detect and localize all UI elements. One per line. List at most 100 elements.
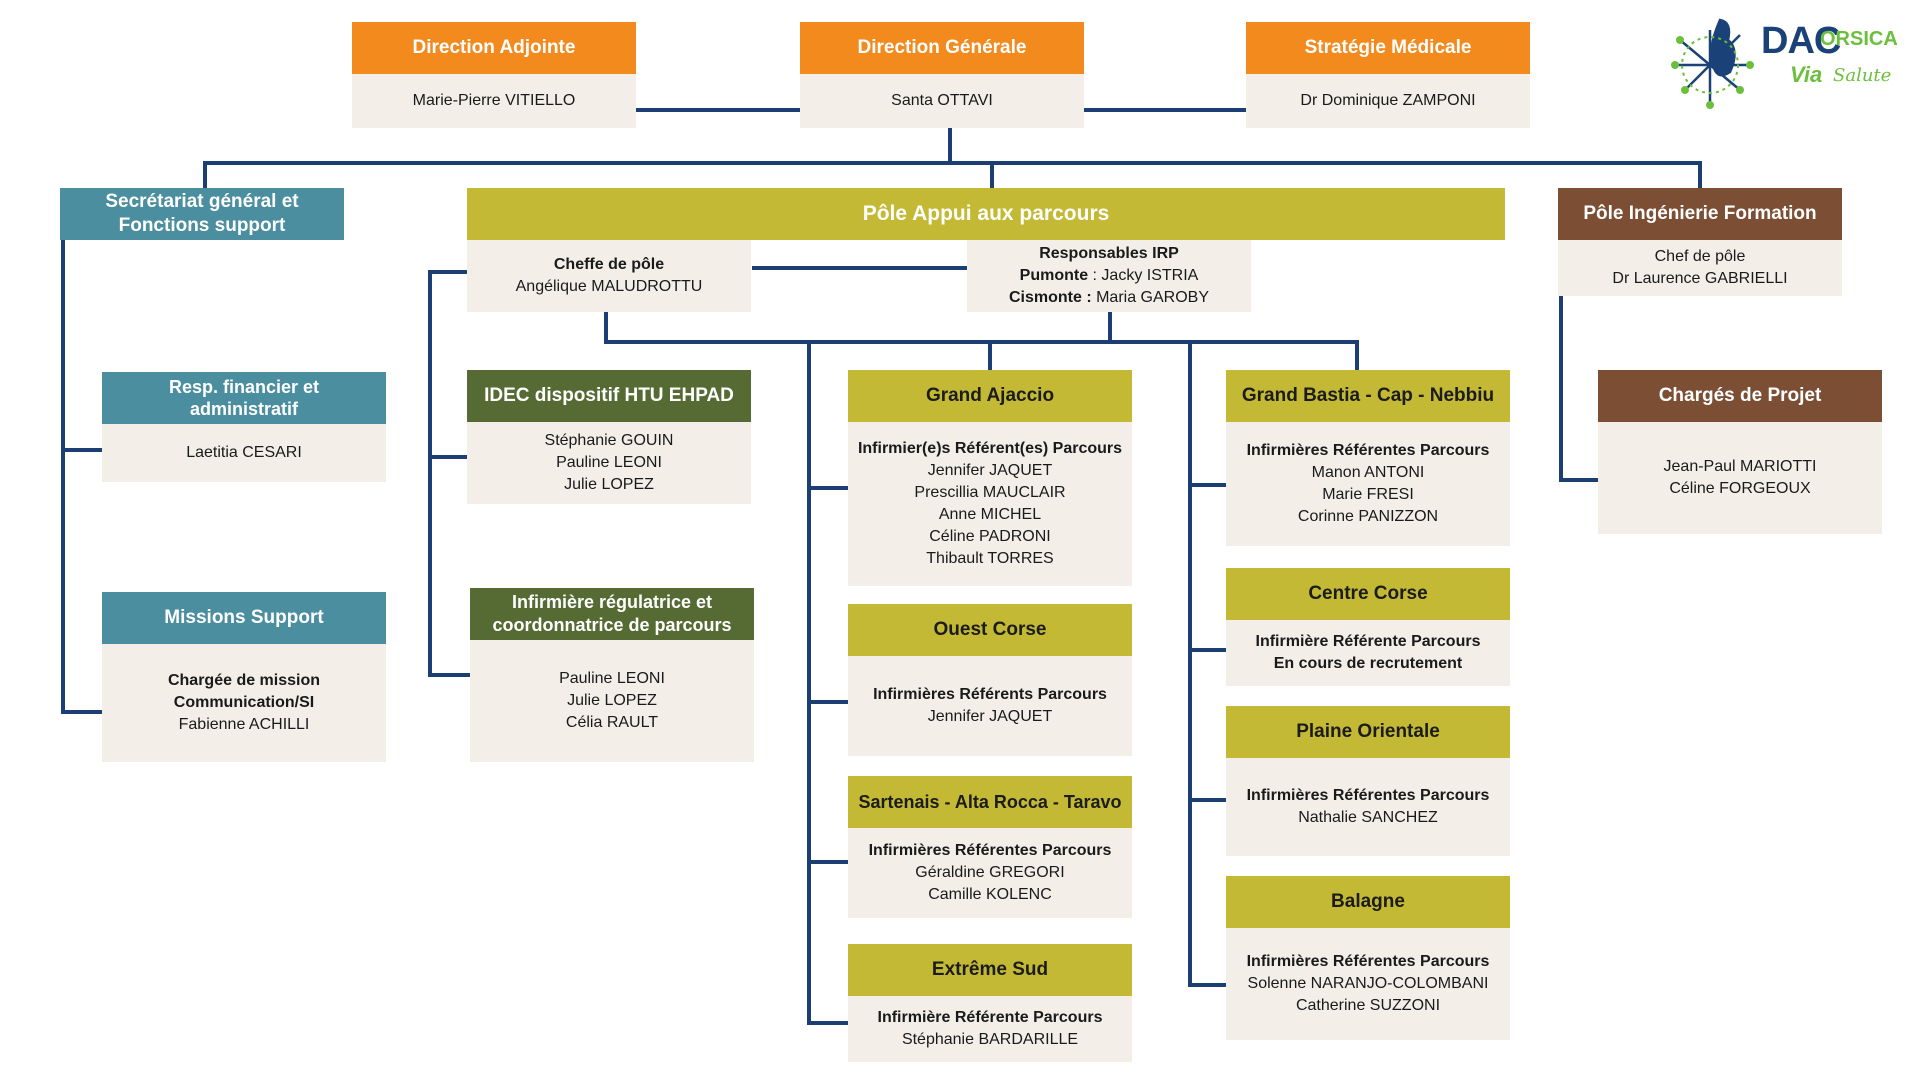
box-body: Infirmières Référents Parcours Jennifer …	[848, 656, 1132, 756]
box-title: Grand Bastia - Cap - Nebbiu	[1226, 370, 1510, 422]
region-label: Pumonte	[1019, 267, 1089, 284]
box-title: Plaine Orientale	[1226, 706, 1510, 758]
person-name: Camille KOLENC	[928, 886, 1052, 903]
box-title: Secrétariat général et Fonctions support	[60, 188, 344, 240]
box-title: IDEC dispositif HTU EHPAD	[467, 370, 751, 422]
role-label: Chef de pôle	[1654, 248, 1746, 265]
responsables-irp-box: Responsables IRP Pumonte : Jacky ISTRIA …	[967, 240, 1251, 312]
person-name: Julie LOPEZ	[564, 476, 654, 493]
resp-financier-box: Resp. financier et administratif Laetiti…	[102, 372, 386, 482]
title-line: Infirmière régulatrice et	[511, 592, 713, 612]
person-name: Pauline LEONI	[556, 454, 662, 471]
person-name: Santa OTTAVI	[891, 92, 993, 109]
box-title: Missions Support	[102, 592, 386, 644]
person-name: Célia RAULT	[565, 714, 659, 731]
logo-corsica-text: ORSICA	[1820, 28, 1898, 50]
cismonte-line: Cismonte : Maria GAROBY	[1009, 287, 1209, 309]
role-label: Chargée de mission	[167, 672, 321, 689]
person-name: Céline PADRONI	[929, 528, 1051, 545]
infirmiere-regulatrice-box: Infirmière régulatrice et coordonnatrice…	[470, 588, 754, 762]
person-name: Jennifer JAQUET	[927, 708, 1053, 725]
direction-generale-box: Direction Générale Santa OTTAVI	[800, 22, 1084, 128]
grand-bastia-box: Grand Bastia - Cap - Nebbiu Infirmières …	[1226, 370, 1510, 546]
person-name: Dr Dominique ZAMPONI	[1300, 92, 1476, 109]
box-title: Pôle Ingénierie Formation	[1558, 188, 1842, 240]
person-name: Jean-Paul MARIOTTI	[1663, 458, 1817, 475]
dac-corsica-logo: DAC ORSICA Via Salute	[1670, 10, 1910, 110]
role-label: Infirmière Référente Parcours	[877, 1009, 1103, 1026]
role-label: Infirmières Référentes Parcours	[1246, 442, 1490, 459]
box-name: Marie-Pierre VITIELLO	[352, 74, 636, 128]
person-name: Fabienne ACHILLI	[178, 716, 310, 733]
connector-line	[61, 240, 102, 714]
box-body: Infirmières Référentes Parcours Manon AN…	[1226, 422, 1510, 546]
idec-box: IDEC dispositif HTU EHPAD Stéphanie GOUI…	[467, 370, 751, 504]
logo-salute-text: Salute	[1833, 65, 1892, 86]
box-body: Jean-Paul MARIOTTI Céline FORGEOUX	[1598, 422, 1882, 534]
sartenais-box: Sartenais - Alta Rocca - Taravo Infirmiè…	[848, 776, 1132, 918]
box-title: Ouest Corse	[848, 604, 1132, 656]
person-name: Angélique MALUDROTTU	[515, 278, 703, 295]
connector-line	[807, 342, 848, 1025]
connector-line	[604, 312, 1359, 370]
connector-line	[428, 270, 470, 677]
box-title: Direction Générale	[800, 22, 1084, 74]
person-name: Solenne NARANJO-COLOMBANI	[1247, 975, 1489, 992]
logo-dac-text: DAC	[1761, 20, 1841, 62]
role-label: Infirmière Référente Parcours	[1255, 633, 1481, 650]
balagne-box: Balagne Infirmières Référentes Parcours …	[1226, 876, 1510, 1040]
direction-adjointe-box: Direction Adjointe Marie-Pierre VITIELLO	[352, 22, 636, 128]
box-title: Balagne	[1226, 876, 1510, 928]
title-line: administratif	[189, 399, 299, 419]
box-body: Infirmière Référente Parcours En cours d…	[1226, 620, 1510, 686]
title-line: Fonctions support	[118, 215, 286, 236]
person-name: Anne MICHEL	[938, 506, 1042, 523]
person-name: Manon ANTONI	[1311, 464, 1425, 481]
box-title: Extrême Sud	[848, 944, 1132, 996]
title-line: Resp. financier et	[168, 377, 320, 397]
role-label: Infirmières Référentes Parcours	[1246, 953, 1490, 970]
person-name: Stéphanie BARDARILLE	[901, 1031, 1079, 1048]
title-line: Secrétariat général et	[105, 191, 299, 212]
box-body: Infirmières Référentes Parcours Nathalie…	[1226, 758, 1510, 856]
box-body: Laetitia CESARI	[102, 424, 386, 482]
box-body: Chargée de mission Communication/SI Fabi…	[102, 644, 386, 762]
box-title: Infirmière régulatrice et coordonnatrice…	[470, 588, 754, 640]
box-body: Infirmier(e)s Référent(es) Parcours Jenn…	[848, 422, 1132, 586]
person-name: Maria GAROBY	[1091, 289, 1210, 306]
role-label: Infirmières Référents Parcours	[873, 686, 1107, 703]
missions-support-box: Missions Support Chargée de mission Comm…	[102, 592, 386, 762]
person-name: Céline FORGEOUX	[1669, 480, 1811, 497]
person-name: Corinne PANIZZON	[1297, 508, 1439, 525]
person-name: Marie-Pierre VITIELLO	[412, 92, 576, 109]
pole-appui-header: Pôle Appui aux parcours	[467, 188, 1505, 240]
strategie-medicale-box: Stratégie Médicale Dr Dominique ZAMPONI	[1246, 22, 1530, 128]
centre-corse-box: Centre Corse Infirmière Référente Parcou…	[1226, 568, 1510, 686]
cheffe-de-pole-box: Cheffe de pôle Angélique MALUDROTTU	[467, 240, 751, 312]
secretariat-box: Secrétariat général et Fonctions support	[60, 188, 344, 240]
box-body: Infirmière Référente Parcours Stéphanie …	[848, 996, 1132, 1062]
pole-ingenierie-box: Pôle Ingénierie Formation Chef de pôle D…	[1558, 188, 1842, 296]
person-name: Stéphanie GOUIN	[544, 432, 674, 449]
box-title: Centre Corse	[1226, 568, 1510, 620]
pumonte-line: Pumonte : Jacky ISTRIA	[1020, 265, 1199, 287]
role-label: Infirmier(e)s Référent(es) Parcours	[857, 440, 1123, 457]
box-title: Chargés de Projet	[1598, 370, 1882, 422]
connector-line	[203, 161, 1702, 190]
person-name: Géraldine GREGORI	[915, 864, 1065, 881]
box-body: Stéphanie GOUIN Pauline LEONI Julie LOPE…	[467, 422, 751, 504]
person-name: Dr Laurence GABRIELLI	[1612, 270, 1788, 287]
person-name: Laetitia CESARI	[186, 444, 302, 461]
person-name: Catherine SUZZONI	[1295, 997, 1441, 1014]
person-name: Prescillia MAUCLAIR	[914, 484, 1066, 501]
box-body: Pauline LEONI Julie LOPEZ Célia RAULT	[470, 640, 754, 762]
box-title: Grand Ajaccio	[848, 370, 1132, 422]
box-title: Sartenais - Alta Rocca - Taravo	[848, 776, 1132, 828]
box-body: Infirmières Référentes Parcours Solenne …	[1226, 928, 1510, 1040]
person-name: Marie FRESI	[1322, 486, 1414, 503]
role-label: Cheffe de pôle	[553, 256, 665, 273]
role-label: Responsables IRP	[1039, 245, 1179, 262]
plaine-orientale-box: Plaine Orientale Infirmières Référentes …	[1226, 706, 1510, 856]
ouest-corse-box: Ouest Corse Infirmières Référents Parcou…	[848, 604, 1132, 756]
